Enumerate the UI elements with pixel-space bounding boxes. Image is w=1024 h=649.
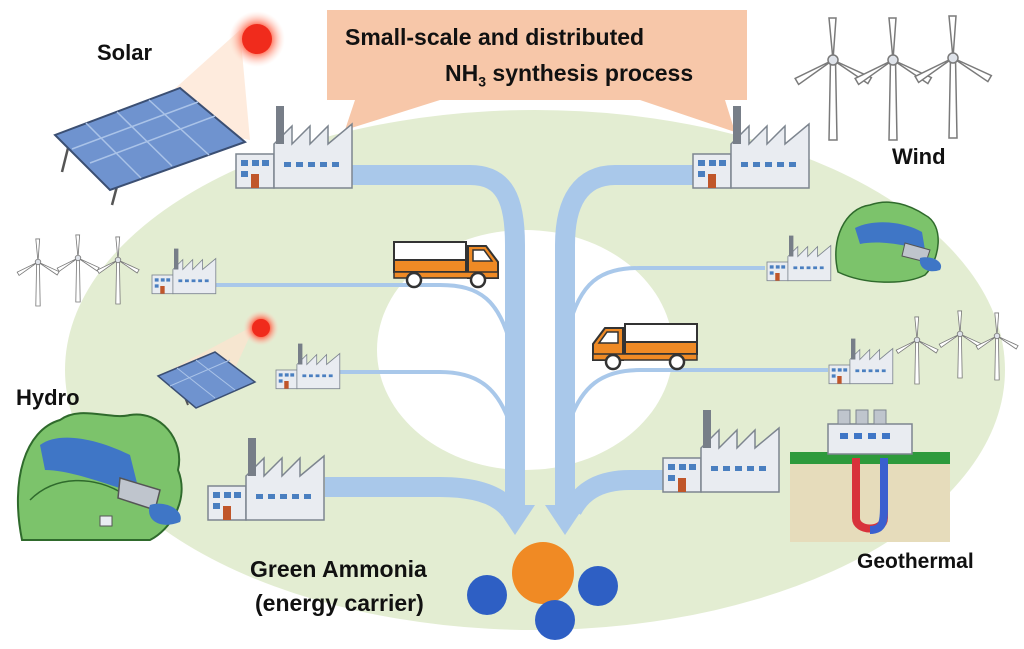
banner-line-2: NH3 synthesis process	[445, 60, 693, 90]
label-hydro: Hydro	[16, 385, 80, 410]
label-green-ammonia: Green Ammonia	[250, 556, 427, 582]
solar-panel-small	[156, 351, 257, 409]
arrowhead-right	[545, 505, 585, 535]
factory-solar-top	[235, 105, 353, 189]
banner-line-1: Small-scale and distributed	[345, 24, 645, 50]
geothermal-plant	[790, 409, 950, 542]
banner-subscript: 3	[478, 73, 487, 90]
label-solar: Solar	[97, 40, 153, 65]
wind-turbine-4	[16, 238, 60, 307]
hydro-dam-left	[16, 412, 183, 541]
banner-pointer-right	[640, 100, 735, 132]
banner-process: synthesis process	[486, 60, 694, 86]
banner-pointer-left	[345, 100, 440, 130]
label-energy-carrier: (energy carrier)	[255, 590, 424, 616]
label-geothermal: Geothermal	[857, 550, 974, 573]
arrowhead-left	[495, 505, 535, 535]
label-wind: Wind	[892, 144, 946, 169]
hydro-dam-right	[835, 201, 942, 283]
wind-turbine-3	[914, 15, 993, 139]
banner-nh: NH	[445, 60, 479, 86]
process-banner: Small-scale and distributed NH3 synthesi…	[327, 10, 747, 100]
solar-panel-large	[53, 86, 247, 206]
ammonia-molecule	[467, 542, 618, 640]
